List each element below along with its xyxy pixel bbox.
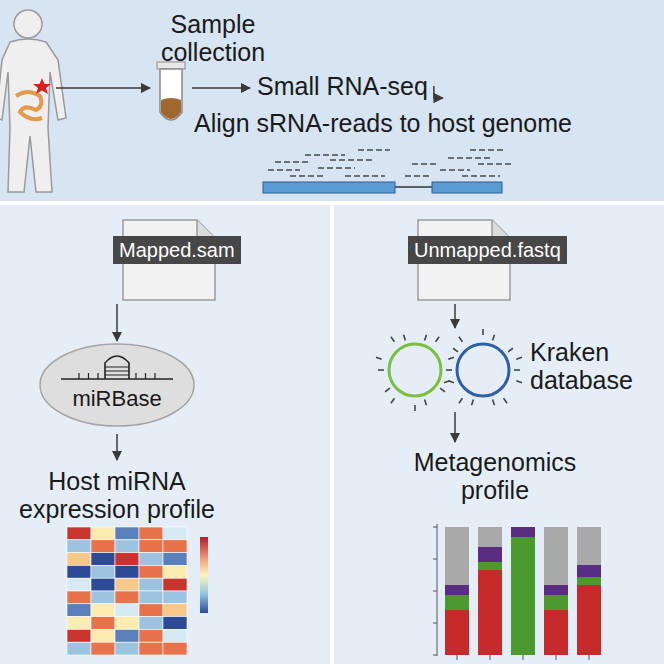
database-label: Kraken database [530, 338, 662, 394]
flow-arrow [454, 304, 456, 328]
database-name: miRBase [39, 387, 195, 412]
database-ellipse: miRBase [39, 343, 195, 427]
right-panel: Kraken databaseMetagenomics profile Unmap… [334, 205, 664, 664]
stacked-bar-chart [433, 524, 601, 660]
human-figure [0, 10, 66, 192]
flow-arrow [454, 412, 456, 442]
top-band [0, 0, 664, 201]
ellipse-shape [39, 343, 195, 427]
left-panel [0, 205, 330, 664]
output-label: Host miRNA expression profile [2, 467, 232, 523]
file-name: Unmapped.fastq [408, 236, 567, 264]
file-name: Mapped.sam [113, 236, 241, 264]
color-bar [200, 537, 208, 613]
output-label: Metagenomics profile [395, 448, 595, 504]
genome-alignment [263, 150, 512, 193]
flow-arrow [116, 434, 118, 460]
right-panel [334, 205, 664, 664]
flow-arrow [56, 87, 150, 89]
step-label: Sample collection [138, 10, 288, 66]
test-tube [157, 62, 185, 120]
flow-arrow [192, 87, 250, 89]
flow-arrow [116, 304, 118, 341]
step-label: Align sRNA-reads to host genome [118, 109, 648, 137]
top-band: Sample collectionSmall RNA-seqAlign sRNA… [0, 0, 664, 201]
file-icon: Mapped.sam [113, 218, 241, 302]
heatmap [67, 527, 187, 655]
step-label: Small RNA-seq [257, 72, 428, 100]
kraken-genomes [376, 329, 522, 411]
file-icon: Unmapped.fastq [408, 218, 567, 302]
left-panel: Host miRNA expression profile Mapped.sam m… [0, 205, 330, 664]
bent-arrow [434, 86, 443, 98]
